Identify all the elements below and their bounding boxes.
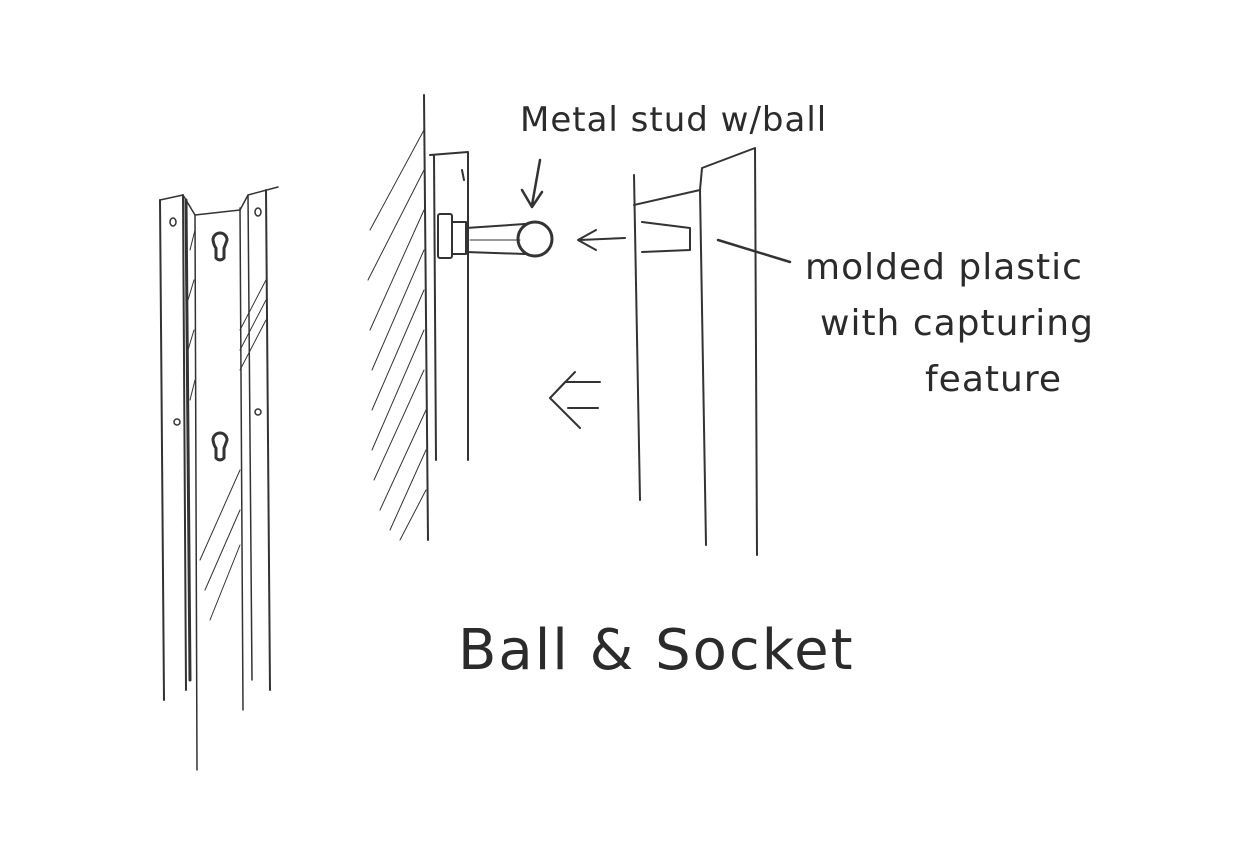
arrow-down-icon: [520, 158, 544, 209]
plastic-label-line1: molded plastic: [805, 247, 1083, 288]
wall-rail: [159, 186, 279, 771]
diagram-title: Ball & Socket: [458, 618, 855, 683]
stud-label: Metal stud w/ball: [520, 100, 828, 140]
plastic-label-line2: with capturing: [820, 303, 1094, 344]
wall-hatched: [367, 94, 429, 541]
keyhole-slot: [211, 231, 229, 262]
metal-stud-with-ball: [437, 213, 554, 259]
molded-plastic-part: [633, 147, 758, 556]
leader-line: [716, 238, 792, 264]
arrow-left-icon: [577, 229, 626, 251]
plastic-label: molded plastic with capturing feature: [805, 240, 1094, 408]
keyhole-slot: [211, 431, 229, 462]
screw-hole: [169, 217, 177, 227]
screw-hole: [173, 418, 181, 426]
stud-rail: [429, 151, 469, 461]
screw-hole: [254, 207, 262, 217]
plastic-label-line3: feature: [925, 359, 1062, 400]
screw-hole: [254, 408, 262, 416]
double-arrow-left-icon: [549, 371, 601, 429]
